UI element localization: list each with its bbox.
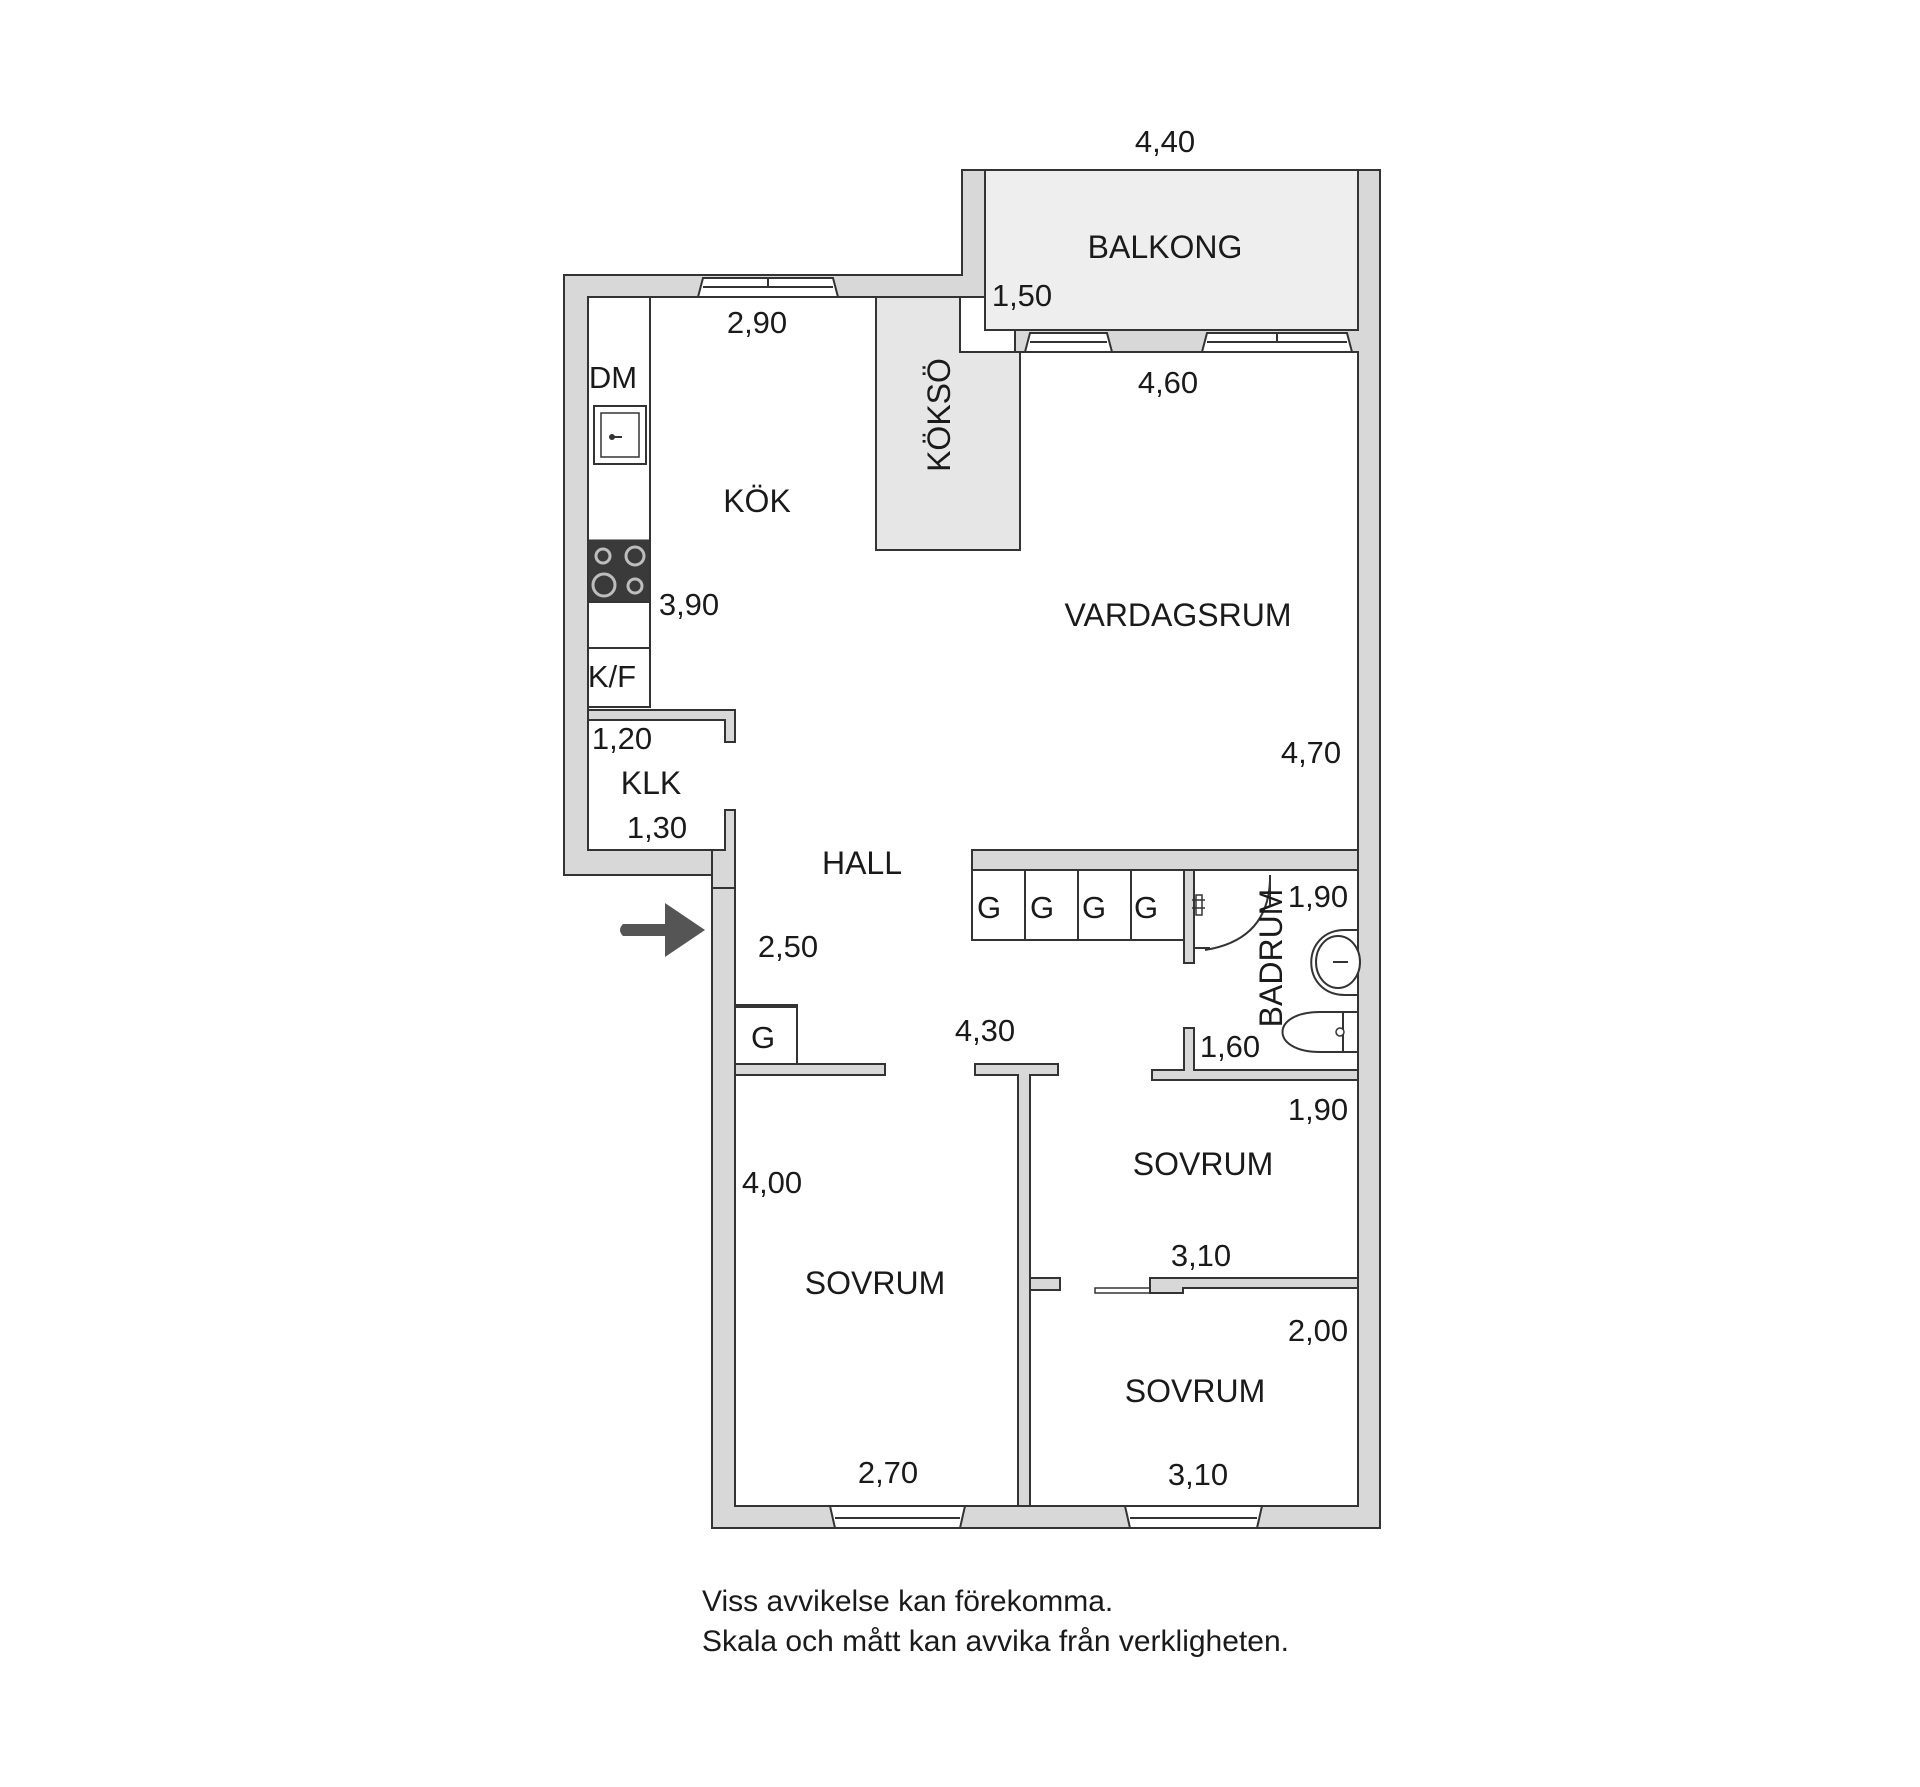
stove-burner	[626, 577, 644, 595]
dim-kok-width: 2,90	[727, 305, 787, 340]
dim-klk-length: 1,30	[627, 810, 687, 845]
dim-sovrum-3-length: 3,10	[1168, 1457, 1228, 1492]
dim-badrum-length: 1,60	[1200, 1029, 1260, 1064]
hall-closet-label: G	[751, 1020, 775, 1055]
toilet-icon	[1281, 1011, 1359, 1053]
kitchen-island	[875, 296, 1021, 551]
dim-hall-width: 2,50	[758, 929, 818, 964]
kitchen-counter	[587, 296, 651, 708]
hall-closet	[734, 1006, 798, 1065]
window	[696, 277, 840, 298]
sink-basin	[600, 412, 640, 458]
window	[1200, 332, 1354, 353]
dim-hall-length: 4,30	[955, 1013, 1015, 1048]
dim-vardagsrum-length: 4,70	[1281, 735, 1341, 770]
closet-label: G	[1134, 890, 1158, 925]
room-label-vardagsrum: VARDAGSRUM	[1065, 597, 1292, 633]
bedroom-wall	[1029, 1277, 1061, 1291]
dim-sovrum-3-width: 2,00	[1288, 1313, 1348, 1348]
dim-balkong-width: 4,40	[1135, 124, 1195, 159]
dim-sovrum-2-width: 1,90	[1288, 1092, 1348, 1127]
bathroom-wall	[1151, 1027, 1359, 1081]
toilet-flush	[1335, 1027, 1345, 1037]
room-label-balkong: BALKONG	[1088, 229, 1243, 265]
shower-icon	[1192, 894, 1205, 916]
window	[1023, 332, 1114, 353]
entrance-arrow-icon	[620, 903, 705, 957]
fixture-label-dm: DM	[589, 360, 637, 395]
dim-kok-length: 3,90	[659, 587, 719, 622]
dim-sovrum-1-width: 2,70	[858, 1455, 918, 1490]
disclaimer-line-2: Skala och mått kan avvika från verklighe…	[702, 1625, 1289, 1658]
room-label-klk: KLK	[621, 765, 681, 801]
closet-label: G	[1082, 890, 1106, 925]
room-label-sovrum-left: SOVRUM	[805, 1265, 945, 1301]
room-label-koksö: KÖKSÖ	[921, 358, 957, 472]
window	[1123, 1505, 1264, 1529]
bedroom-wall	[734, 1063, 886, 1076]
sink-icon	[593, 405, 647, 465]
bedroom-wall	[974, 1063, 1059, 1507]
closet-label: G	[1030, 890, 1054, 925]
dim-klk-width: 1,20	[592, 721, 652, 756]
storage-wall	[971, 849, 1359, 871]
stove-burner	[594, 547, 612, 565]
window	[828, 1505, 967, 1529]
klk-wall-lower	[711, 809, 736, 889]
bathroom-wall	[1183, 869, 1195, 964]
dim-sovrum-1-length: 4,00	[742, 1165, 802, 1200]
balcony-floor	[984, 169, 1359, 331]
room-label-badrum: BADRUM	[1253, 889, 1289, 1028]
dim-badrum-width: 1,90	[1288, 879, 1348, 914]
closet-label: G	[977, 890, 1001, 925]
fixture-label-kf: K/F	[588, 659, 636, 694]
disclaimer-line-1: Viss avvikelse kan förekomma.	[702, 1585, 1113, 1618]
dim-balkong-depth: 1,50	[992, 278, 1052, 313]
bedroom-wall	[1149, 1277, 1359, 1294]
dim-sovrum-2-length: 3,10	[1171, 1238, 1231, 1273]
room-label-kok: KÖK	[723, 483, 791, 519]
klk-wall	[587, 709, 736, 743]
room-label-sovrum-middle: SOVRUM	[1133, 1146, 1273, 1182]
stove-burner	[591, 572, 617, 598]
stove-burner	[624, 545, 646, 567]
washbasin-icon	[1310, 929, 1361, 996]
dim-vardagsrum-width: 4,60	[1138, 365, 1198, 400]
room-label-sovrum-lower: SOVRUM	[1125, 1373, 1265, 1409]
room-label-hall: HALL	[822, 845, 902, 881]
